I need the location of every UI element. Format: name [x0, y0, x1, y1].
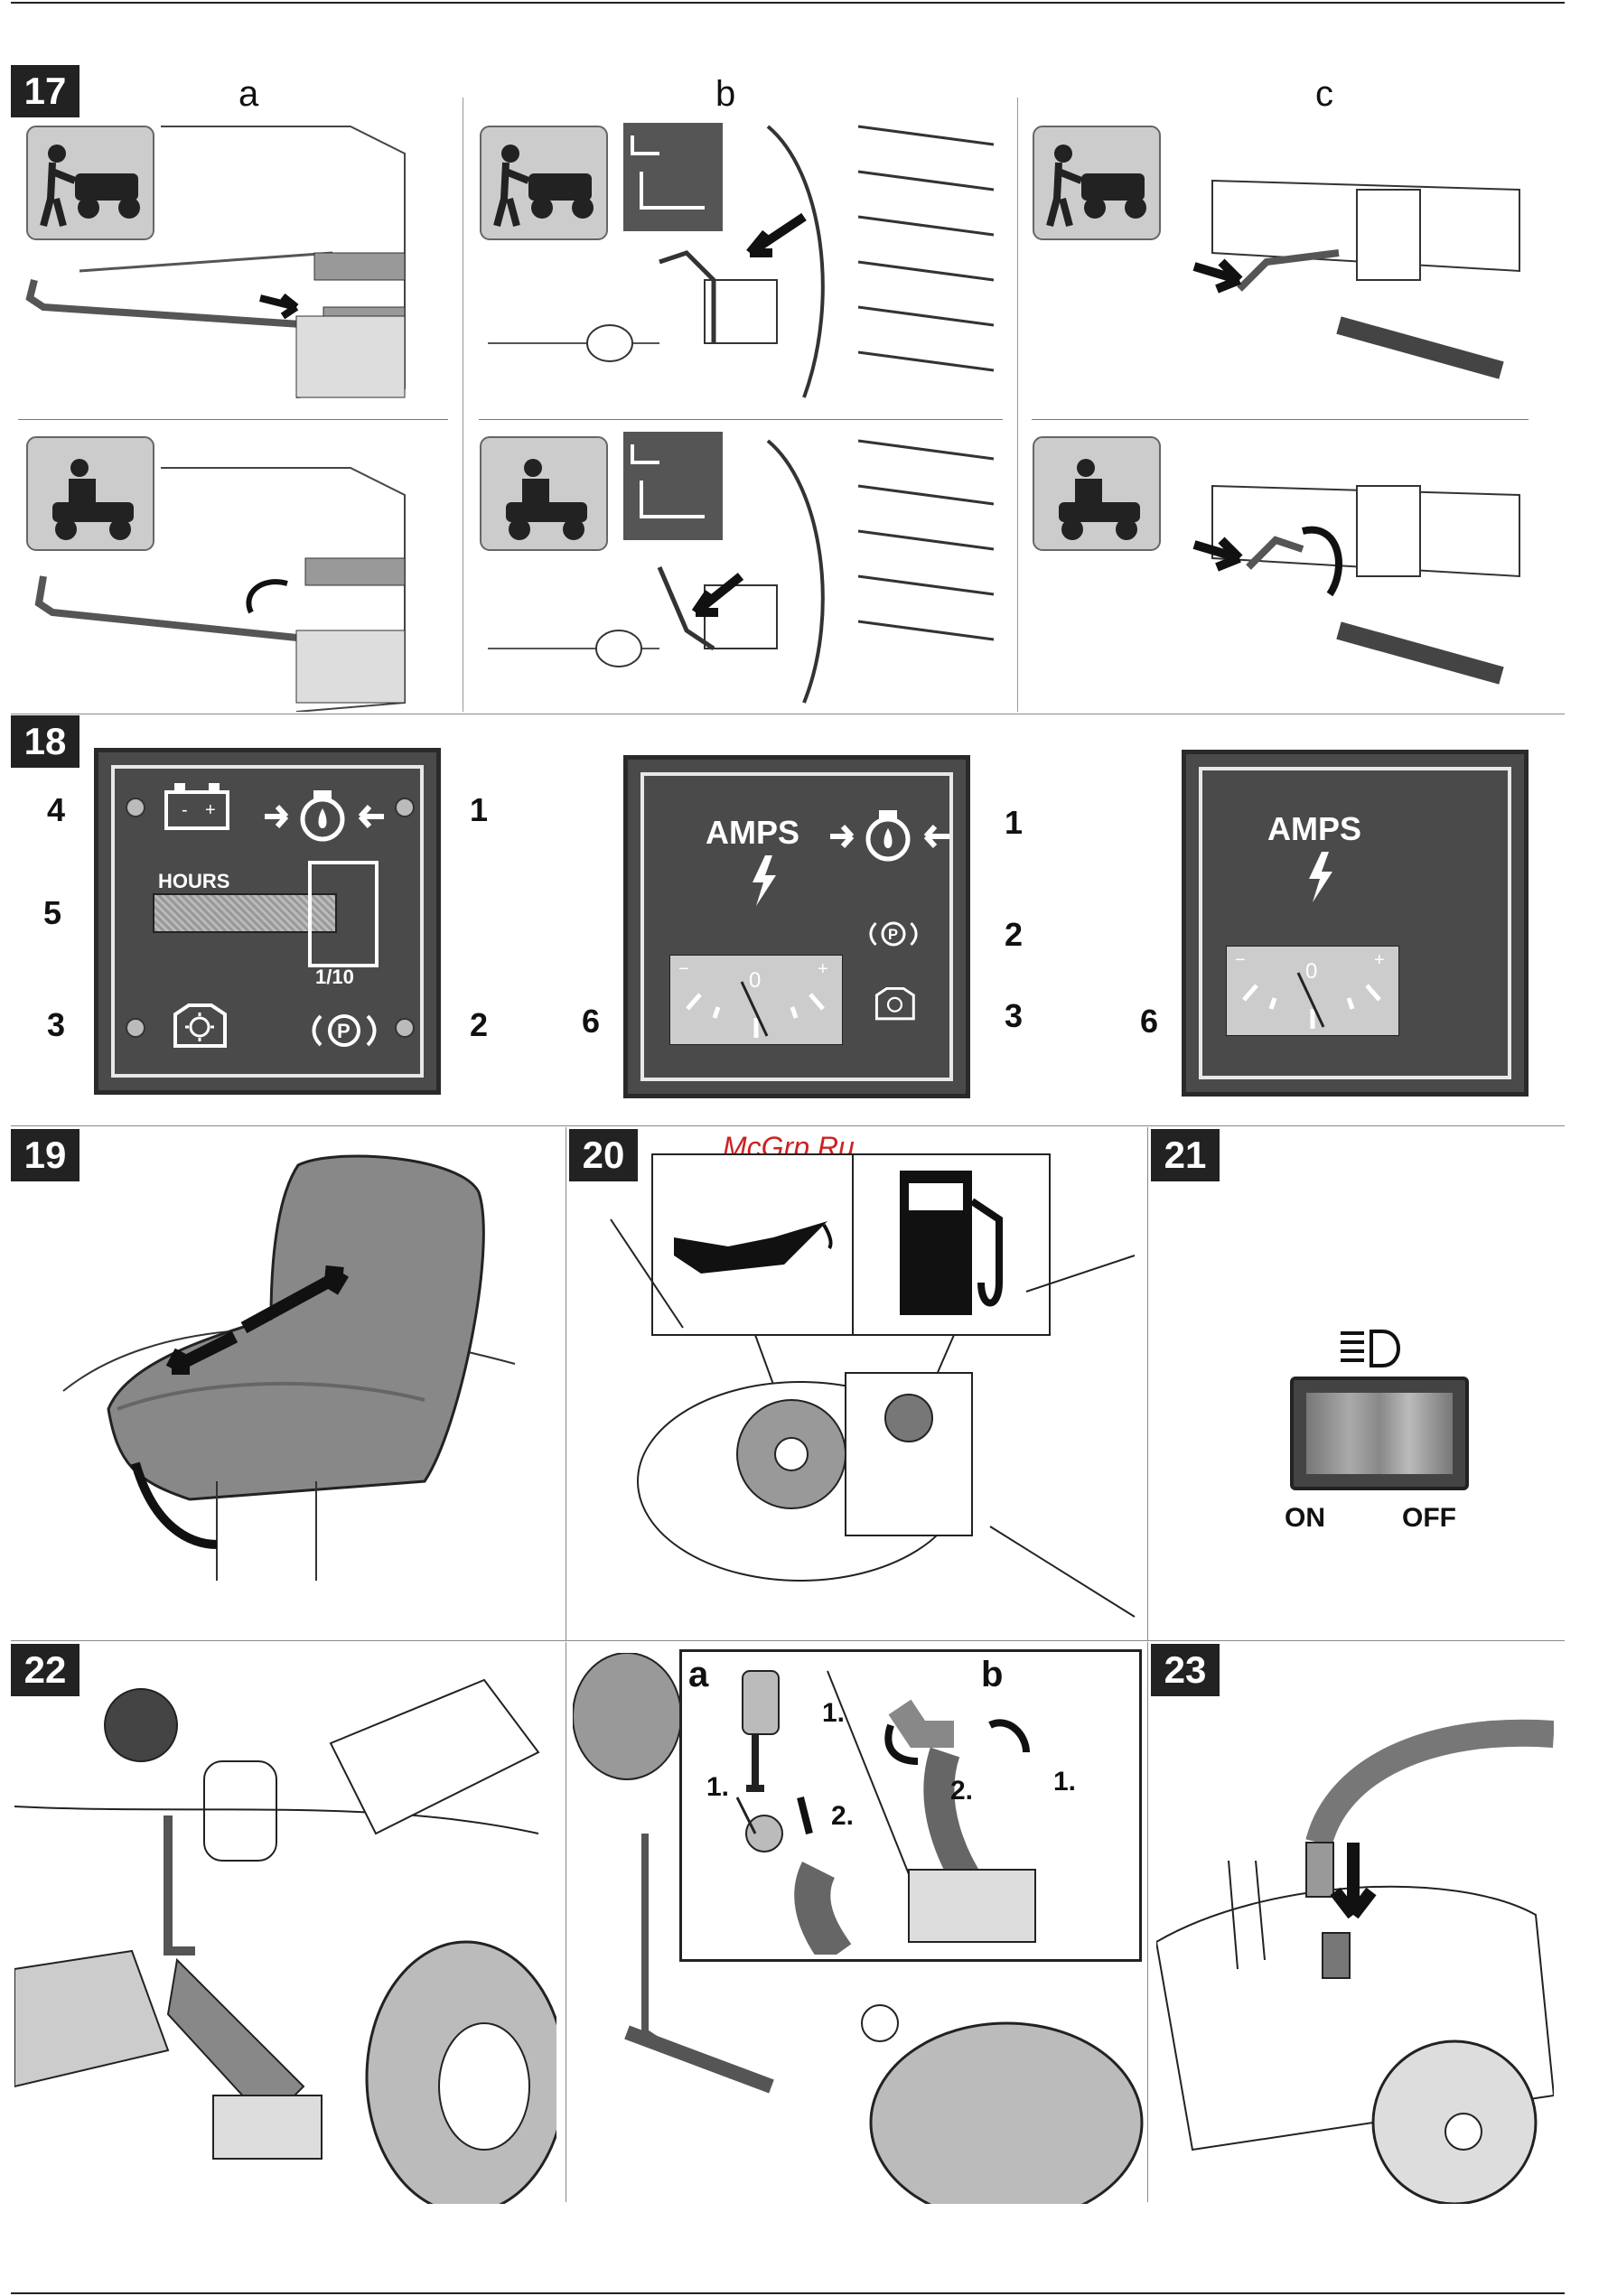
blade-engage-icon [162, 996, 234, 1059]
figure-23-number: 23 [1151, 1644, 1220, 1696]
hours-label: HOURS [158, 870, 229, 893]
figure-23-wash-port-illustration [1156, 1698, 1554, 2204]
figure-17-sub-a: a [238, 74, 258, 115]
step-1-label: 1. [1053, 1767, 1076, 1797]
callout-3: 3 [47, 1006, 65, 1044]
callout-6: 6 [582, 1003, 600, 1041]
figure-17-sub-c: c [1315, 74, 1333, 115]
section-rule [11, 1640, 1565, 1641]
light-switch[interactable] [1290, 1377, 1469, 1490]
figure-17-sub-b: b [715, 74, 735, 115]
dashboard-panel-amps-basic: AMPS − + 0 [1182, 750, 1529, 1097]
lightning-icon [745, 854, 781, 908]
walk-behind-tractor-icon [481, 126, 607, 239]
oil-pressure-icon [827, 805, 953, 868]
svg-text:−: − [1235, 950, 1246, 970]
figure-17b-top-illustration [479, 117, 1003, 406]
figure-19-seat-illustration [45, 1138, 551, 1590]
ammeter-gauge: − + 0 [669, 955, 843, 1045]
svg-text:−: − [678, 959, 689, 979]
figure-17c-bottom-illustration [1032, 432, 1538, 712]
top-rule [11, 2, 1565, 4]
svg-text:+: + [1374, 950, 1385, 970]
indicator-lamp [126, 1018, 145, 1038]
switch-on-label: ON [1285, 1503, 1325, 1534]
divider [18, 419, 448, 420]
switch-off-label: OFF [1402, 1503, 1456, 1534]
hour-meter-digit-box [308, 861, 379, 967]
amps-label: AMPS [706, 814, 799, 852]
figure-22-drain-illustration [14, 1653, 556, 2204]
indicator-lamp [395, 798, 415, 817]
callout-3: 3 [1005, 997, 1023, 1035]
figure-17a-bottom-illustration [25, 432, 432, 712]
bottom-rule [11, 2292, 1565, 2294]
svg-text:+: + [818, 959, 828, 979]
figure-17c-top-illustration [1032, 117, 1538, 406]
svg-text:0: 0 [749, 968, 761, 993]
riding-tractor-icon [481, 437, 607, 550]
parking-brake-icon: P [308, 1003, 380, 1058]
dashboard-panel-hours: - + HOURS 1/10 P [94, 748, 441, 1095]
step-1-label: 1. [822, 1698, 845, 1729]
indicator-lamp [126, 798, 145, 817]
amps-label: AMPS [1267, 810, 1361, 848]
callout-2: 2 [470, 1006, 488, 1044]
step-2-label: 2. [950, 1776, 973, 1806]
ammeter-gauge: − + 0 [1226, 946, 1399, 1036]
figure-17a-top-illustration [25, 117, 432, 406]
divider [1147, 1127, 1148, 1640]
parking-brake-icon: P [866, 911, 921, 957]
headlight-icon [1337, 1328, 1409, 1369]
divider [1017, 98, 1018, 712]
svg-text:+: + [205, 800, 216, 820]
callout-1: 1 [470, 791, 488, 829]
divider [1032, 419, 1529, 420]
oil-pressure-icon [261, 785, 388, 848]
figure-22-inset-illustration [683, 1653, 1135, 1955]
dashboard-panel-amps: AMPS P − + 0 [623, 755, 970, 1098]
divider [1147, 1642, 1148, 2202]
riding-tractor-icon [27, 437, 154, 550]
callout-1: 1 [1005, 804, 1023, 842]
tenth-label: 1/10 [315, 966, 354, 989]
lightning-icon [1302, 850, 1338, 904]
section-rule [11, 1125, 1565, 1126]
figure-18-number: 18 [11, 715, 79, 768]
walk-behind-tractor-icon [27, 126, 154, 239]
callout-5: 5 [43, 894, 61, 932]
svg-text:0: 0 [1305, 959, 1317, 984]
svg-text:-: - [182, 800, 188, 820]
callout-6: 6 [1140, 1003, 1158, 1041]
svg-text:P: P [337, 1020, 351, 1042]
callout-2: 2 [1005, 916, 1023, 954]
figure-21-number: 21 [1151, 1129, 1220, 1181]
light-switch-rocker[interactable] [1306, 1393, 1453, 1474]
figure-17b-bottom-illustration [479, 432, 1003, 712]
step-2-label: 2. [831, 1801, 854, 1832]
callout-4: 4 [47, 791, 65, 829]
walk-behind-tractor-icon [1033, 126, 1160, 239]
step-1-label: 1. [706, 1772, 729, 1803]
indicator-lamp [395, 1018, 415, 1038]
divider [479, 419, 1003, 420]
figure-20-engine-illustration [575, 1147, 1144, 1635]
svg-text:P: P [888, 927, 898, 943]
blade-engage-icon [866, 982, 921, 1029]
riding-tractor-icon [1033, 437, 1160, 550]
figure-17-number: 17 [11, 65, 79, 117]
battery-icon: - + [162, 779, 234, 834]
